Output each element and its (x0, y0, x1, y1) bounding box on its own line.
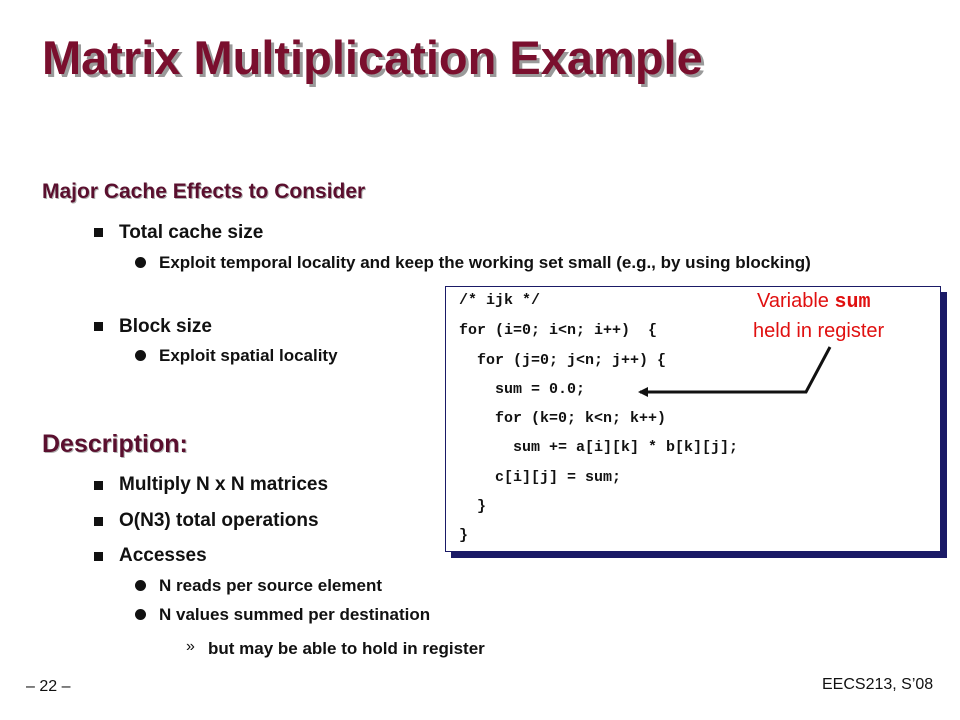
bullet-accesses: Accesses (119, 545, 207, 566)
sub-bullet-reads-per-source: N reads per source element (159, 576, 382, 595)
raquo-bullet-icon: » (186, 638, 195, 655)
square-bullet-icon (94, 481, 103, 490)
square-bullet-icon (94, 322, 103, 331)
bullet-total-operations: O(N3) total operations (119, 510, 319, 531)
bullet-total-cache-size: Total cache size (119, 222, 264, 243)
code-line-8: } (459, 498, 487, 515)
subsub-bullet-hold-in-register: but may be able to hold in register (208, 639, 485, 658)
code-line-1: /* ijk */ (459, 292, 541, 309)
square-bullet-icon (94, 552, 103, 561)
annotation-variable-sum: Variable sum (757, 290, 870, 314)
square-bullet-icon (94, 228, 103, 237)
bullet-multiply-matrices: Multiply N x N matrices (119, 474, 329, 495)
sub-bullet-values-summed: N values summed per destination (159, 605, 431, 624)
annotation-held-in-register: held in register (753, 320, 885, 342)
code-line-2: for (i=0; i<n; i++) { (459, 322, 658, 339)
course-label: EECS213, S’08 (822, 676, 934, 693)
page-number: – 22 – (26, 678, 71, 695)
code-line-3: for (j=0; j<n; j++) { (459, 352, 667, 369)
square-bullet-icon (94, 517, 103, 526)
round-bullet-icon (135, 350, 146, 361)
sub-bullet-temporal-locality: Exploit temporal locality and keep the w… (159, 253, 811, 272)
code-line-5: for (k=0; k<n; k++) (459, 410, 667, 427)
code-line-6: sum += a[i][k] * b[k][j]; (459, 439, 739, 456)
section-heading-description: Description: (42, 430, 188, 458)
bullet-block-size: Block size (119, 316, 212, 337)
round-bullet-icon (135, 580, 146, 591)
section-heading-cache-effects: Major Cache Effects to Consider (42, 180, 366, 203)
code-line-9: } (459, 527, 469, 544)
round-bullet-icon (135, 609, 146, 620)
code-line-4: sum = 0.0; (459, 381, 586, 398)
slide-title: Matrix Multiplication Example (42, 31, 703, 84)
code-box (445, 286, 941, 552)
round-bullet-icon (135, 257, 146, 268)
sub-bullet-spatial-locality: Exploit spatial locality (159, 346, 338, 365)
annotation-code: sum (834, 291, 871, 314)
code-line-7: c[i][j] = sum; (459, 469, 622, 486)
annotation-prefix: Variable (757, 290, 835, 312)
